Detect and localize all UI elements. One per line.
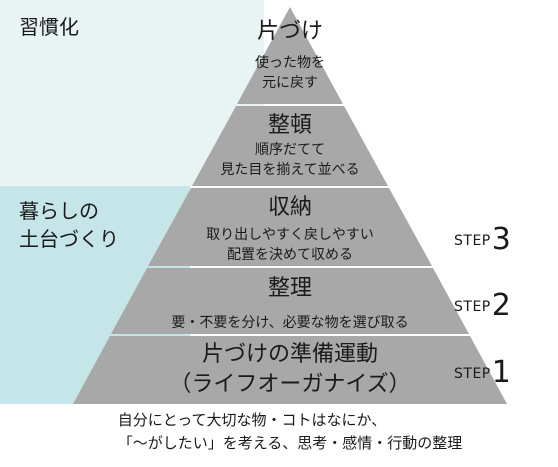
step-3-marker: STEP3 [454, 222, 511, 258]
tier-desc-seiton-line1: 順序だてて [255, 142, 325, 158]
tier-title-seiri: 整理 [267, 276, 313, 301]
foundation-zone-label-line2: 土台づくり [19, 227, 119, 251]
tier-desc-seiton-line2: 見た目を揃えて並べる [220, 162, 360, 178]
tier-desc-preparation: （ライフオーガナイズ） [169, 372, 411, 397]
tier-desc-katazuke-line1: 使った物を [255, 55, 325, 71]
tier-desc-shuno-line1: 取り出しやすく戻しやすい [206, 227, 374, 243]
step-3-number: 3 [491, 222, 512, 257]
habit-zone-label: 習慣化 [19, 15, 79, 39]
caption-line1: 自分にとって大切な物・コトはなにか、 [117, 411, 387, 429]
tier-title-seiton: 整頓 [267, 113, 313, 138]
pyramid-tier-seiton [192, 106, 388, 186]
tier-desc-seiri: 要・不要を分け、必要な物を選び取る [171, 315, 409, 331]
pyramid-tier-preparation [73, 336, 507, 404]
tier-desc-shuno-line2: 配置を決めて収める [227, 247, 353, 263]
caption-line2: 「〜がしたい」を考える、思考・感情・行動の整理 [117, 434, 463, 452]
step-1-prefix: STEP [454, 366, 491, 382]
foundation-zone-label-line1: 暮らしの [19, 199, 99, 223]
tier-title-katazuke: 片づけ [256, 19, 324, 44]
pyramid-tier-katazuke [237, 7, 343, 104]
pyramid-tier-seiri [111, 268, 469, 334]
tier-desc-katazuke-line2: 元に戻す [262, 75, 318, 91]
step-3-prefix: STEP [454, 233, 491, 249]
step-1-number: 1 [491, 355, 512, 390]
step-2-number: 2 [491, 288, 512, 323]
pyramid-tier-shuno [148, 188, 432, 266]
tier-title-shuno: 収納 [267, 195, 313, 220]
step-2-prefix: STEP [454, 299, 491, 315]
step-1-marker: STEP1 [454, 355, 511, 391]
step-2-marker: STEP2 [454, 288, 511, 324]
tier-title-preparation: 片づけの準備運動 [201, 342, 379, 367]
